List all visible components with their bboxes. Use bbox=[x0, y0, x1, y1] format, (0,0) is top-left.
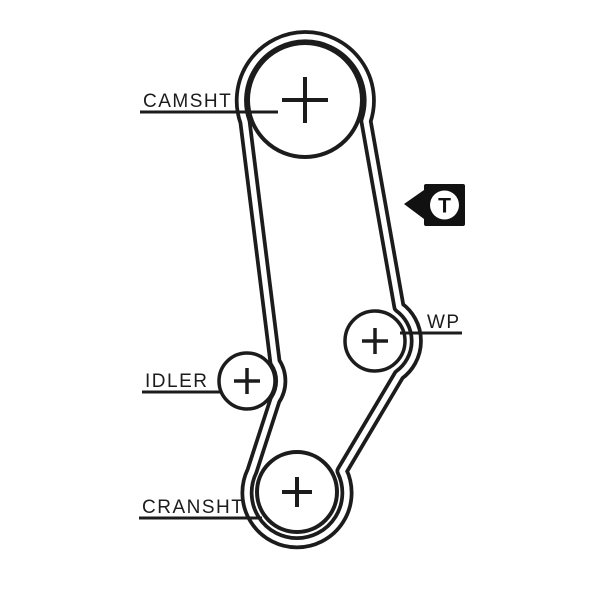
camshaft-label: CAMSHT bbox=[143, 91, 232, 112]
idler-cross-icon bbox=[234, 368, 260, 394]
water-pump-label: WP bbox=[427, 312, 461, 333]
belt-path-core bbox=[238, 33, 420, 546]
belt bbox=[234, 30, 423, 550]
water-pump-cross-icon bbox=[362, 328, 388, 354]
crankshaft-label: CRANSHT bbox=[142, 497, 244, 518]
idler-label: IDLER bbox=[145, 371, 208, 392]
camshaft-cross-icon bbox=[282, 77, 328, 123]
crankshaft-cross-icon bbox=[282, 477, 312, 507]
tensioner-badge-circle bbox=[430, 190, 459, 220]
tensioner-marker: T bbox=[404, 184, 465, 226]
tensioner-arrow-icon bbox=[404, 190, 424, 219]
tensioner-label: T bbox=[438, 195, 451, 218]
